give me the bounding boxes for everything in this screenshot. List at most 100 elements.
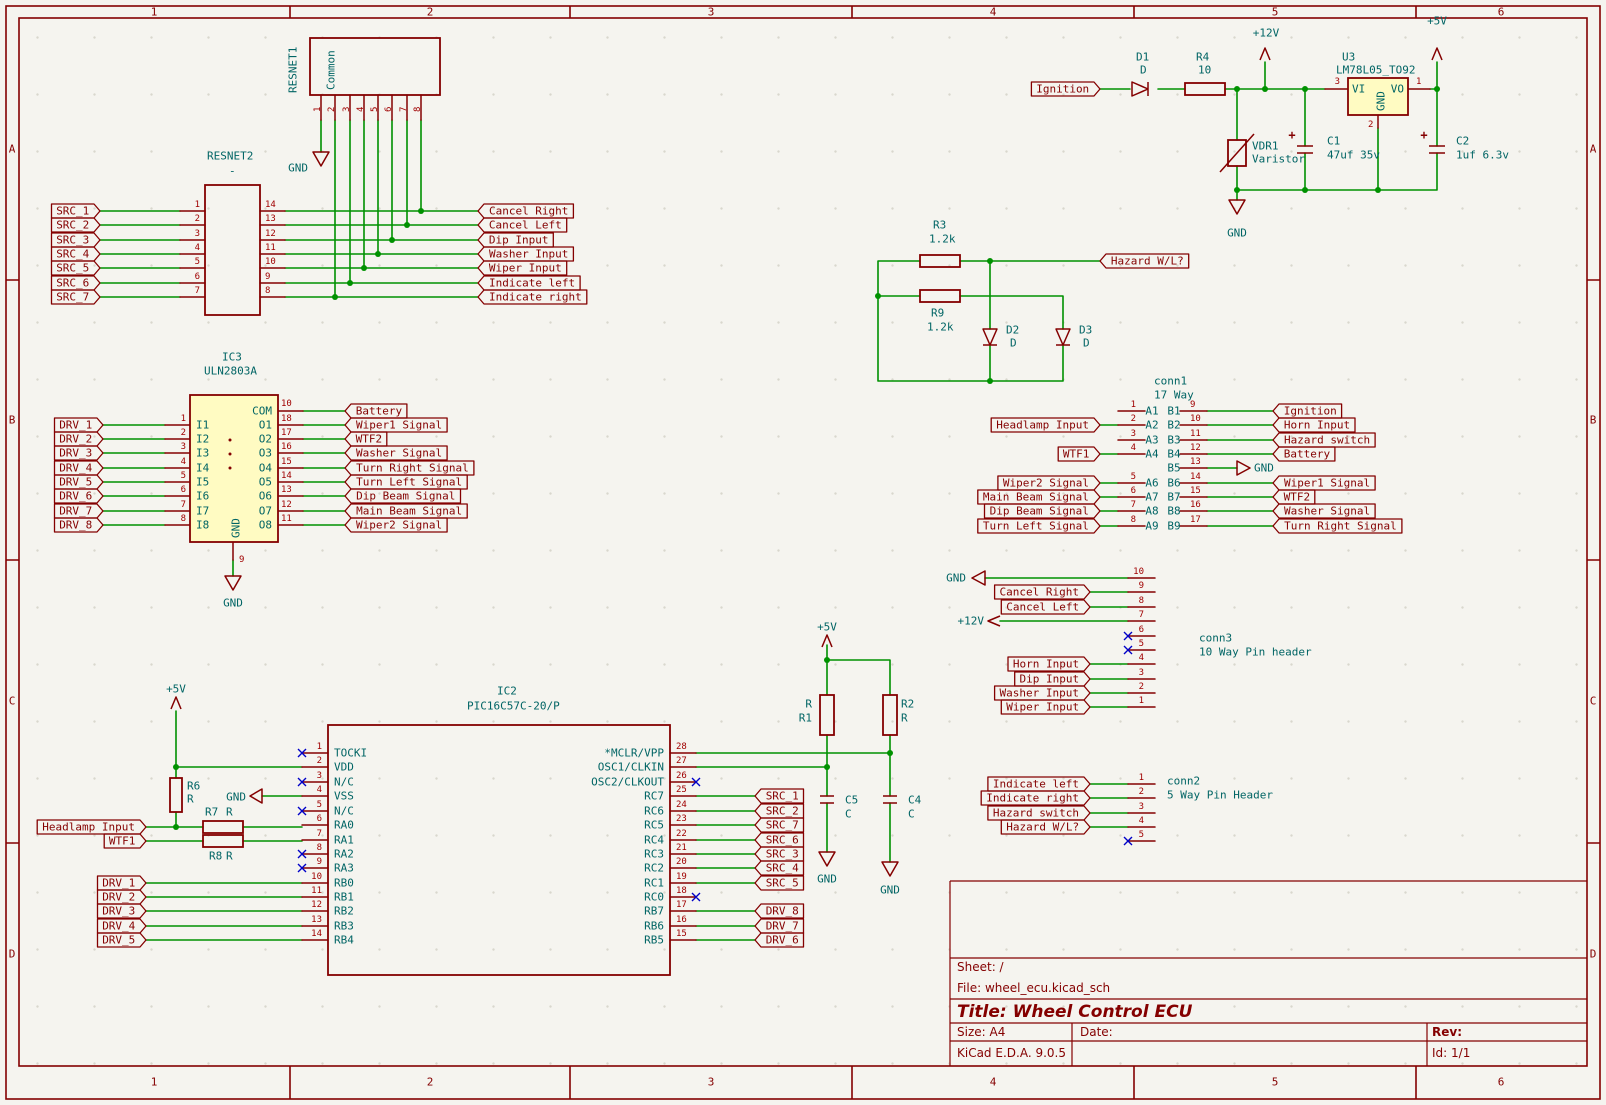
- net-label-wiper1-signal[interactable]: Wiper1 Signal: [1272, 475, 1376, 491]
- net-label-src-1[interactable]: SRC_1: [754, 788, 805, 804]
- net-label-src-2[interactable]: SRC_2: [754, 803, 805, 819]
- net-label-hazard-switch[interactable]: Hazard switch: [987, 805, 1091, 821]
- r6-body[interactable]: [169, 777, 183, 813]
- net-label-cancel-left[interactable]: Cancel Left: [1000, 599, 1091, 615]
- net-label-indicate-left[interactable]: Indicate left: [987, 776, 1091, 792]
- schematic-text: R9: [931, 307, 944, 320]
- net-label-dip-beam-signal[interactable]: Dip Beam Signal: [983, 503, 1101, 519]
- net-label-drv-2[interactable]: DRV_2: [53, 431, 104, 447]
- ic3-body[interactable]: [189, 394, 279, 543]
- net-label-wtf1[interactable]: WTF1: [103, 833, 147, 849]
- net-label-washer-signal[interactable]: Washer Signal: [1272, 503, 1376, 519]
- net-label-dip-input[interactable]: Dip Input: [1014, 671, 1091, 687]
- net-label-drv-6[interactable]: DRV_6: [53, 488, 104, 504]
- net-label-src-6[interactable]: SRC_6: [50, 275, 101, 291]
- resnet1-body[interactable]: [309, 37, 441, 96]
- net-label-text: Washer Signal: [356, 447, 442, 460]
- net-label-src-5[interactable]: SRC_5: [754, 875, 805, 891]
- net-label-indicate-right[interactable]: Indicate right: [980, 790, 1091, 806]
- net-label-src-3[interactable]: SRC_3: [754, 846, 805, 862]
- r9-body[interactable]: [919, 289, 961, 303]
- net-label-drv-1[interactable]: DRV_1: [96, 875, 147, 891]
- net-label-main-beam-signal[interactable]: Main Beam Signal: [344, 503, 468, 519]
- net-label-dip-beam-signal[interactable]: Dip Beam Signal: [344, 488, 462, 504]
- net-label-drv-4[interactable]: DRV_4: [96, 918, 147, 934]
- net-label-horn-input[interactable]: Horn Input: [1272, 417, 1356, 433]
- net-label-wiper2-signal[interactable]: Wiper2 Signal: [344, 517, 448, 533]
- resnet2-body[interactable]: [204, 184, 261, 316]
- net-label-wiper-input[interactable]: Wiper Input: [1000, 699, 1091, 715]
- net-label-drv-7[interactable]: DRV_7: [53, 503, 104, 519]
- net-label-wtf2[interactable]: WTF2: [1272, 489, 1316, 505]
- component-bodies[interactable]: [169, 37, 1409, 976]
- net-label-shape: [50, 232, 101, 248]
- net-label-drv-3[interactable]: DRV_3: [96, 903, 147, 919]
- net-label-src-2[interactable]: SRC_2: [50, 217, 101, 233]
- r4-body[interactable]: [1184, 82, 1226, 96]
- net-label-main-beam-signal[interactable]: Main Beam Signal: [977, 489, 1101, 505]
- net-label-wtf1[interactable]: WTF1: [1057, 446, 1101, 462]
- net-label-headlamp-input[interactable]: Headlamp Input: [990, 417, 1101, 433]
- net-label-hazard-w-l-[interactable]: Hazard W/L?: [1099, 253, 1190, 269]
- wires[interactable]: [99, 61, 1438, 941]
- net-label-drv-2[interactable]: DRV_2: [96, 889, 147, 905]
- net-label-src-6[interactable]: SRC_6: [754, 832, 805, 848]
- r3-body[interactable]: [919, 254, 961, 268]
- net-label-hazard-switch[interactable]: Hazard switch: [1272, 432, 1376, 448]
- net-label-battery[interactable]: Battery: [1272, 446, 1336, 462]
- net-label-horn-input[interactable]: Horn Input: [1007, 656, 1091, 672]
- net-label-drv-1[interactable]: DRV_1: [53, 417, 104, 433]
- r7-body[interactable]: [202, 820, 244, 834]
- net-label-src-3[interactable]: SRC_3: [50, 232, 101, 248]
- net-label-dip-input[interactable]: Dip Input: [477, 232, 554, 248]
- net-label-src-4[interactable]: SRC_4: [754, 860, 805, 876]
- net-label-drv-3[interactable]: DRV_3: [53, 445, 104, 461]
- net-label-ignition[interactable]: Ignition: [1030, 81, 1101, 97]
- net-label-src-7[interactable]: SRC_7: [50, 289, 101, 305]
- net-label-washer-input[interactable]: Washer Input: [477, 246, 575, 262]
- net-label-headlamp-input[interactable]: Headlamp Input: [36, 819, 147, 835]
- net-label-indicate-right[interactable]: Indicate right: [477, 289, 588, 305]
- r1-body[interactable]: [819, 694, 835, 736]
- net-label-src-7[interactable]: SRC_7: [754, 817, 805, 833]
- net-label-hazard-w-l-[interactable]: Hazard W/L?: [1000, 819, 1091, 835]
- schematic-text: C5: [845, 794, 858, 807]
- net-label-turn-left-signal[interactable]: Turn Left Signal: [977, 518, 1101, 534]
- net-label-drv-5[interactable]: DRV_5: [53, 474, 104, 490]
- r2-body[interactable]: [882, 694, 898, 736]
- net-label-ignition[interactable]: Ignition: [1272, 403, 1343, 419]
- net-label-wiper-input[interactable]: Wiper Input: [477, 260, 568, 276]
- net-label-drv-8[interactable]: DRV_8: [53, 517, 104, 533]
- vdr1-body[interactable]: [1227, 139, 1247, 167]
- net-label-drv-5[interactable]: DRV_5: [96, 932, 147, 948]
- net-label-cancel-right[interactable]: Cancel Right: [993, 584, 1091, 600]
- net-label-drv-4[interactable]: DRV_4: [53, 460, 104, 476]
- net-label-drv-6[interactable]: DRV_6: [754, 932, 805, 948]
- net-label-src-1[interactable]: SRC_1: [50, 203, 101, 219]
- net-label-battery[interactable]: Battery: [344, 403, 408, 419]
- ic2-body[interactable]: [327, 724, 671, 976]
- net-label-cancel-left[interactable]: Cancel Left: [477, 217, 568, 233]
- title-block[interactable]: [949, 880, 1587, 1066]
- net-label-drv-8[interactable]: DRV_8: [754, 903, 805, 919]
- net-label-indicate-left[interactable]: Indicate left: [477, 275, 581, 291]
- net-label-src-4[interactable]: SRC_4: [50, 246, 101, 262]
- net-label-turn-right-signal[interactable]: Turn Right Signal: [344, 460, 475, 476]
- r8-body[interactable]: [202, 834, 244, 848]
- net-labels[interactable]: SRC_1SRC_2SRC_3SRC_4SRC_5SRC_6SRC_7Cance…: [36, 81, 1403, 948]
- net-label-wiper1-signal[interactable]: Wiper1 Signal: [344, 417, 448, 433]
- net-label-washer-input[interactable]: Washer Input: [993, 685, 1091, 701]
- net-label-turn-right-signal[interactable]: Turn Right Signal: [1272, 518, 1403, 534]
- net-label-src-5[interactable]: SRC_5: [50, 260, 101, 276]
- net-label-turn-left-signal[interactable]: Turn Left Signal: [344, 474, 468, 490]
- net-label-washer-signal[interactable]: Washer Signal: [344, 445, 448, 461]
- net-label-drv-7[interactable]: DRV_7: [754, 918, 805, 934]
- net-label-wiper2-signal[interactable]: Wiper2 Signal: [997, 475, 1101, 491]
- schematic-text: conn1: [1154, 375, 1187, 388]
- net-label-text: SRC_1: [766, 790, 799, 803]
- net-label-text: Horn Input: [1284, 419, 1350, 432]
- u3-body[interactable]: [1347, 77, 1409, 116]
- net-label-wtf2[interactable]: WTF2: [344, 431, 388, 447]
- net-label-cancel-right[interactable]: Cancel Right: [477, 203, 575, 219]
